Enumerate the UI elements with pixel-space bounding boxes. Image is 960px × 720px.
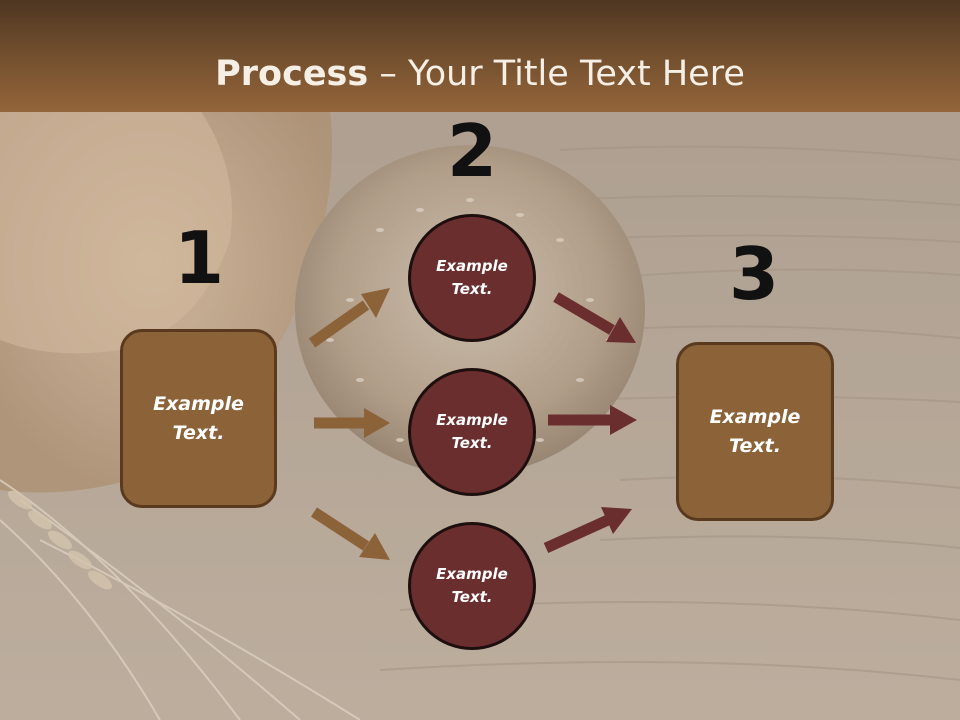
arrow-right-lower: [543, 507, 632, 554]
arrow-right-upper: [553, 292, 636, 343]
step-2-circle-middle[interactable]: Example Text.: [408, 368, 536, 496]
title-bar: [0, 0, 960, 112]
circle-middle-text: Example Text.: [436, 411, 508, 452]
arrow-left-middle: [314, 408, 390, 438]
step-number-3: 3: [728, 232, 780, 316]
title-bold: Process: [215, 54, 369, 94]
circle-bottom-text: Example Text.: [436, 565, 508, 606]
step-number-1: 1: [173, 216, 225, 300]
circle-top-text: Example Text.: [436, 257, 508, 298]
slide-title: Process – Your Title Text Here: [0, 48, 960, 100]
step-2-circle-bottom[interactable]: Example Text.: [408, 522, 536, 650]
step-3-box[interactable]: Example Text.: [676, 342, 834, 521]
step-3-text: Example Text.: [709, 405, 801, 457]
arrow-right-middle: [548, 405, 637, 435]
step-1-text: Example Text.: [153, 392, 244, 444]
step-number-2: 2: [446, 109, 498, 193]
arrow-left-upper: [308, 288, 390, 348]
step-1-box[interactable]: Example Text.: [120, 329, 277, 508]
arrow-left-lower: [310, 507, 390, 560]
step-2-circle-top[interactable]: Example Text.: [408, 214, 536, 342]
title-rest: – Your Title Text Here: [368, 54, 745, 94]
